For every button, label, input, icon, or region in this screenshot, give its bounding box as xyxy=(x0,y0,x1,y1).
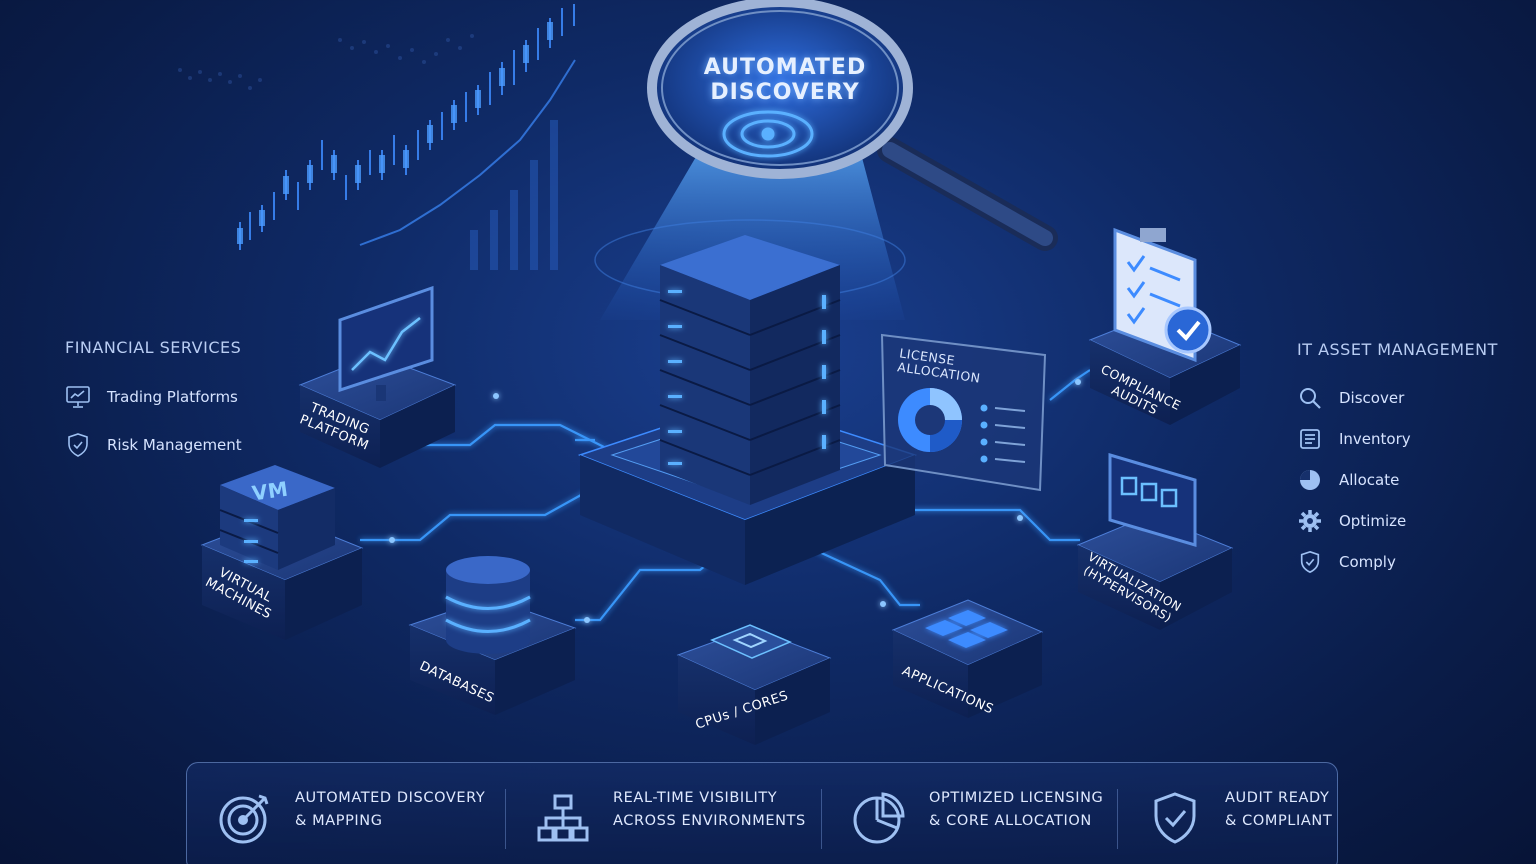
right-item-discover[interactable]: Discover xyxy=(1297,385,1517,411)
it-asset-management-panel: IT ASSET MANAGEMENT Discover Inventory A… xyxy=(1297,340,1517,575)
target-icon xyxy=(217,790,273,846)
circuit-dots xyxy=(389,379,1081,623)
right-item-label: Optimize xyxy=(1339,512,1407,530)
cpus-cores-tile xyxy=(676,624,832,745)
search-icon xyxy=(1297,385,1323,411)
right-item-inventory[interactable]: Inventory xyxy=(1297,426,1517,452)
magnifier-line-1: AUTOMATED xyxy=(703,55,867,80)
pie-icon xyxy=(1297,467,1323,493)
feature-line-2: & MAPPING xyxy=(295,813,383,829)
left-item-risk-management[interactable]: Risk Management xyxy=(65,432,305,458)
magnifier-line-2: DISCOVERY xyxy=(710,79,860,105)
volume-bars xyxy=(470,120,558,270)
monitor-chart-icon xyxy=(65,384,91,410)
right-item-allocate[interactable]: Allocate xyxy=(1297,467,1517,493)
gear-icon xyxy=(1297,508,1323,534)
feature-optimized-licensing: OPTIMIZED LICENSING & CORE ALLOCATION xyxy=(821,763,1117,864)
feature-divider xyxy=(1117,789,1118,849)
feature-line-1: REAL-TIME VISIBILITY xyxy=(613,789,778,806)
databases-tile xyxy=(408,556,577,715)
applications-tile xyxy=(891,599,1044,718)
right-item-optimize[interactable]: Optimize xyxy=(1297,508,1517,534)
hierarchy-icon xyxy=(535,790,591,846)
left-item-label: Risk Management xyxy=(107,436,242,454)
feature-line-2: ACROSS ENVIRONMENTS xyxy=(613,813,806,829)
trend-line xyxy=(359,59,576,246)
left-item-trading-platforms[interactable]: Trading Platforms xyxy=(65,384,305,410)
world-map-dots xyxy=(178,34,474,90)
shield-check-icon xyxy=(65,432,91,458)
feature-line-1: AUDIT READY xyxy=(1225,789,1330,806)
compliance-audits-tile xyxy=(1088,227,1242,425)
shield-check-icon xyxy=(1297,549,1323,575)
right-item-label: Comply xyxy=(1339,553,1396,571)
feature-divider xyxy=(821,789,822,849)
financial-services-panel: FINANCIAL SERVICES Trading Platforms Ris… xyxy=(65,338,305,458)
pie-chart-icon xyxy=(851,790,907,846)
feature-line-1: AUTOMATED DISCOVERY xyxy=(295,789,486,806)
list-icon xyxy=(1297,426,1323,452)
magnifier-title: AUTOMATED DISCOVERY xyxy=(660,55,910,105)
feature-automated-discovery: AUTOMATED DISCOVERY & MAPPING xyxy=(187,763,505,864)
right-item-comply[interactable]: Comply xyxy=(1297,549,1517,575)
feature-divider xyxy=(505,789,506,849)
feature-line-2: & COMPLIANT xyxy=(1225,813,1333,829)
feature-line-1: OPTIMIZED LICENSING xyxy=(929,789,1104,806)
trading-platform-tile xyxy=(298,285,457,468)
virtual-machines-tile xyxy=(200,465,364,640)
candlestick-bodies xyxy=(237,22,553,244)
feature-line-2: & CORE ALLOCATION xyxy=(929,813,1092,829)
server-tower-icon xyxy=(659,235,841,505)
virtualization-tile xyxy=(1076,452,1234,630)
license-allocation-card xyxy=(880,333,1047,492)
left-item-label: Trading Platforms xyxy=(107,388,238,406)
right-item-label: Discover xyxy=(1339,389,1405,407)
shield-check-icon xyxy=(1147,790,1203,846)
financial-services-title: FINANCIAL SERVICES xyxy=(65,338,242,357)
candlestick-chart xyxy=(239,4,575,250)
feature-audit-ready: AUDIT READY & COMPLIANT xyxy=(1117,763,1339,864)
right-item-label: Allocate xyxy=(1339,471,1400,489)
right-item-label: Inventory xyxy=(1339,430,1411,448)
feature-bar: AUTOMATED DISCOVERY & MAPPING REAL-TIME … xyxy=(186,762,1338,864)
feature-real-time-visibility: REAL-TIME VISIBILITY ACROSS ENVIRONMENTS xyxy=(505,763,821,864)
it-asset-management-title: IT ASSET MANAGEMENT xyxy=(1297,340,1498,359)
magnifier-icon xyxy=(647,0,1058,251)
